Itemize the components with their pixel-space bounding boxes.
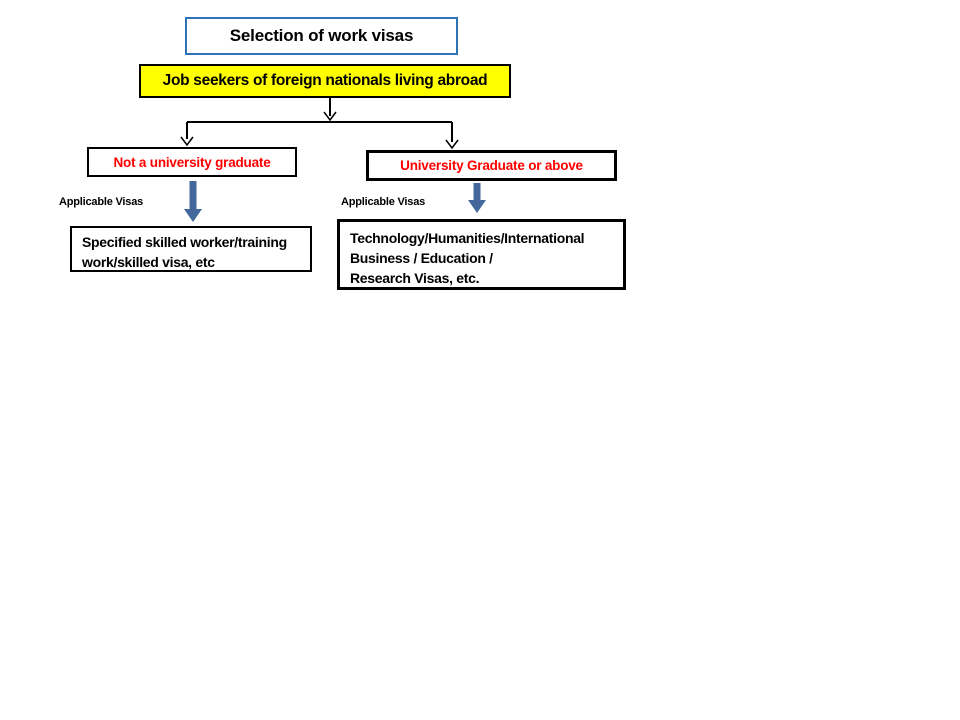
result-line: Specified skilled worker/training: [82, 234, 287, 250]
root-node-label: Job seekers of foreign nationals living …: [162, 72, 488, 89]
result-line: Technology/Humanities/International: [350, 230, 585, 246]
result-box-graduate: Technology/Humanities/International Busi…: [337, 219, 626, 290]
condition-label-not-graduate: Not a university graduate: [113, 154, 271, 170]
down-block-arrow-right-icon: [468, 183, 486, 213]
condition-box-not-graduate: Not a university graduate: [87, 147, 297, 177]
result-line: Business / Education /: [350, 250, 493, 266]
slide-title: Selection of work visas: [229, 26, 414, 45]
stem-arrowhead-icon: [323, 111, 337, 122]
result-box-non-graduate: Specified skilled worker/training work/s…: [70, 226, 312, 272]
result-line: Research Visas, etc.: [350, 270, 480, 286]
right-arrowhead-icon: [445, 139, 459, 150]
applicable-visas-label-right: Applicable Visas: [341, 196, 426, 208]
result-line: work/skilled visa, etc: [82, 254, 215, 270]
left-arrowhead-icon: [180, 136, 194, 147]
applicable-visas-label-left: Applicable Visas: [59, 196, 144, 208]
down-block-arrow-left-icon: [184, 181, 202, 222]
title-box: Selection of work visas: [185, 17, 458, 55]
root-node-box: Job seekers of foreign nationals living …: [139, 64, 511, 98]
condition-label-graduate: University Graduate or above: [400, 158, 583, 173]
condition-box-graduate: University Graduate or above: [366, 150, 617, 181]
